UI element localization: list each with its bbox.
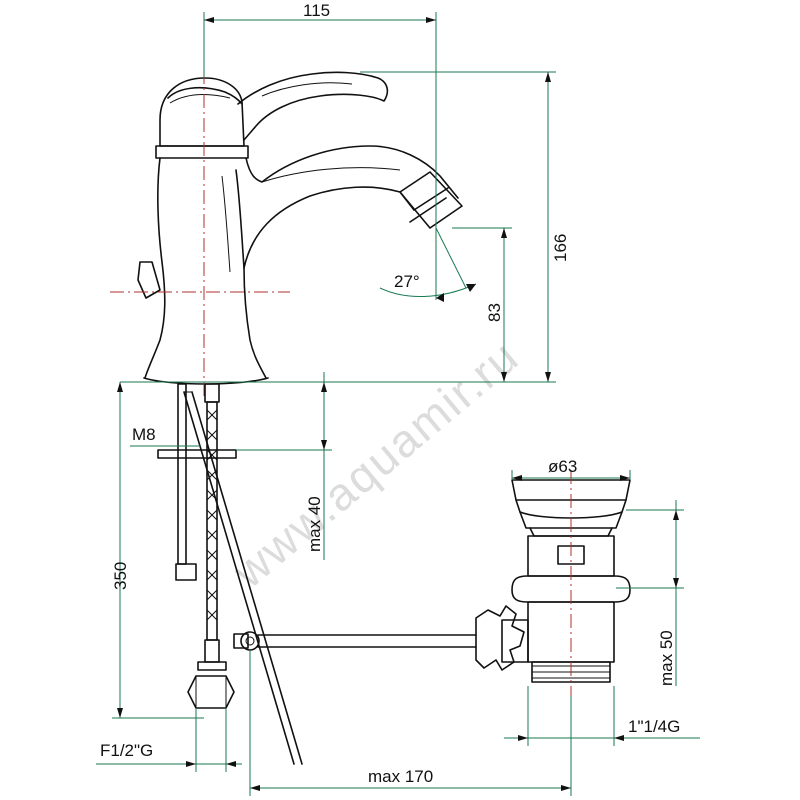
dim-max50-label: max 50	[657, 630, 676, 686]
dim-f12g-label: F1/2"G	[100, 741, 153, 760]
faucet-body	[110, 70, 463, 400]
dim-bottom: F1/2"G max 170	[96, 650, 572, 796]
dim-drain: ø63 max 50 1"1/4G	[504, 457, 700, 746]
watermark: www.aquamir.ru	[222, 329, 528, 598]
m8-label: M8	[132, 425, 156, 444]
dim-166-label: 166	[551, 234, 570, 262]
dim-max40-label: max 40	[305, 496, 324, 552]
lift-rod	[183, 391, 303, 765]
dim-left: 350 M8 max 40	[111, 372, 332, 719]
dim-max170-label: max 170	[368, 767, 433, 786]
dim-heights: 166 83	[120, 71, 570, 383]
dim-width-115: 115	[203, 1, 437, 228]
supply-hose	[187, 383, 235, 709]
dim-115-label: 115	[303, 1, 330, 20]
drain-rod	[233, 605, 529, 671]
dim-d63-label: ø63	[548, 457, 577, 476]
fixing-stud	[157, 383, 237, 581]
spray-angle: 27°	[379, 227, 477, 302]
dim-350-label: 350	[111, 562, 130, 590]
dim-g114-label: 1"1/4G	[628, 717, 680, 736]
angle-label: 27°	[394, 272, 420, 291]
dim-83-label: 83	[485, 303, 504, 322]
pop-up-waste	[511, 470, 631, 696]
